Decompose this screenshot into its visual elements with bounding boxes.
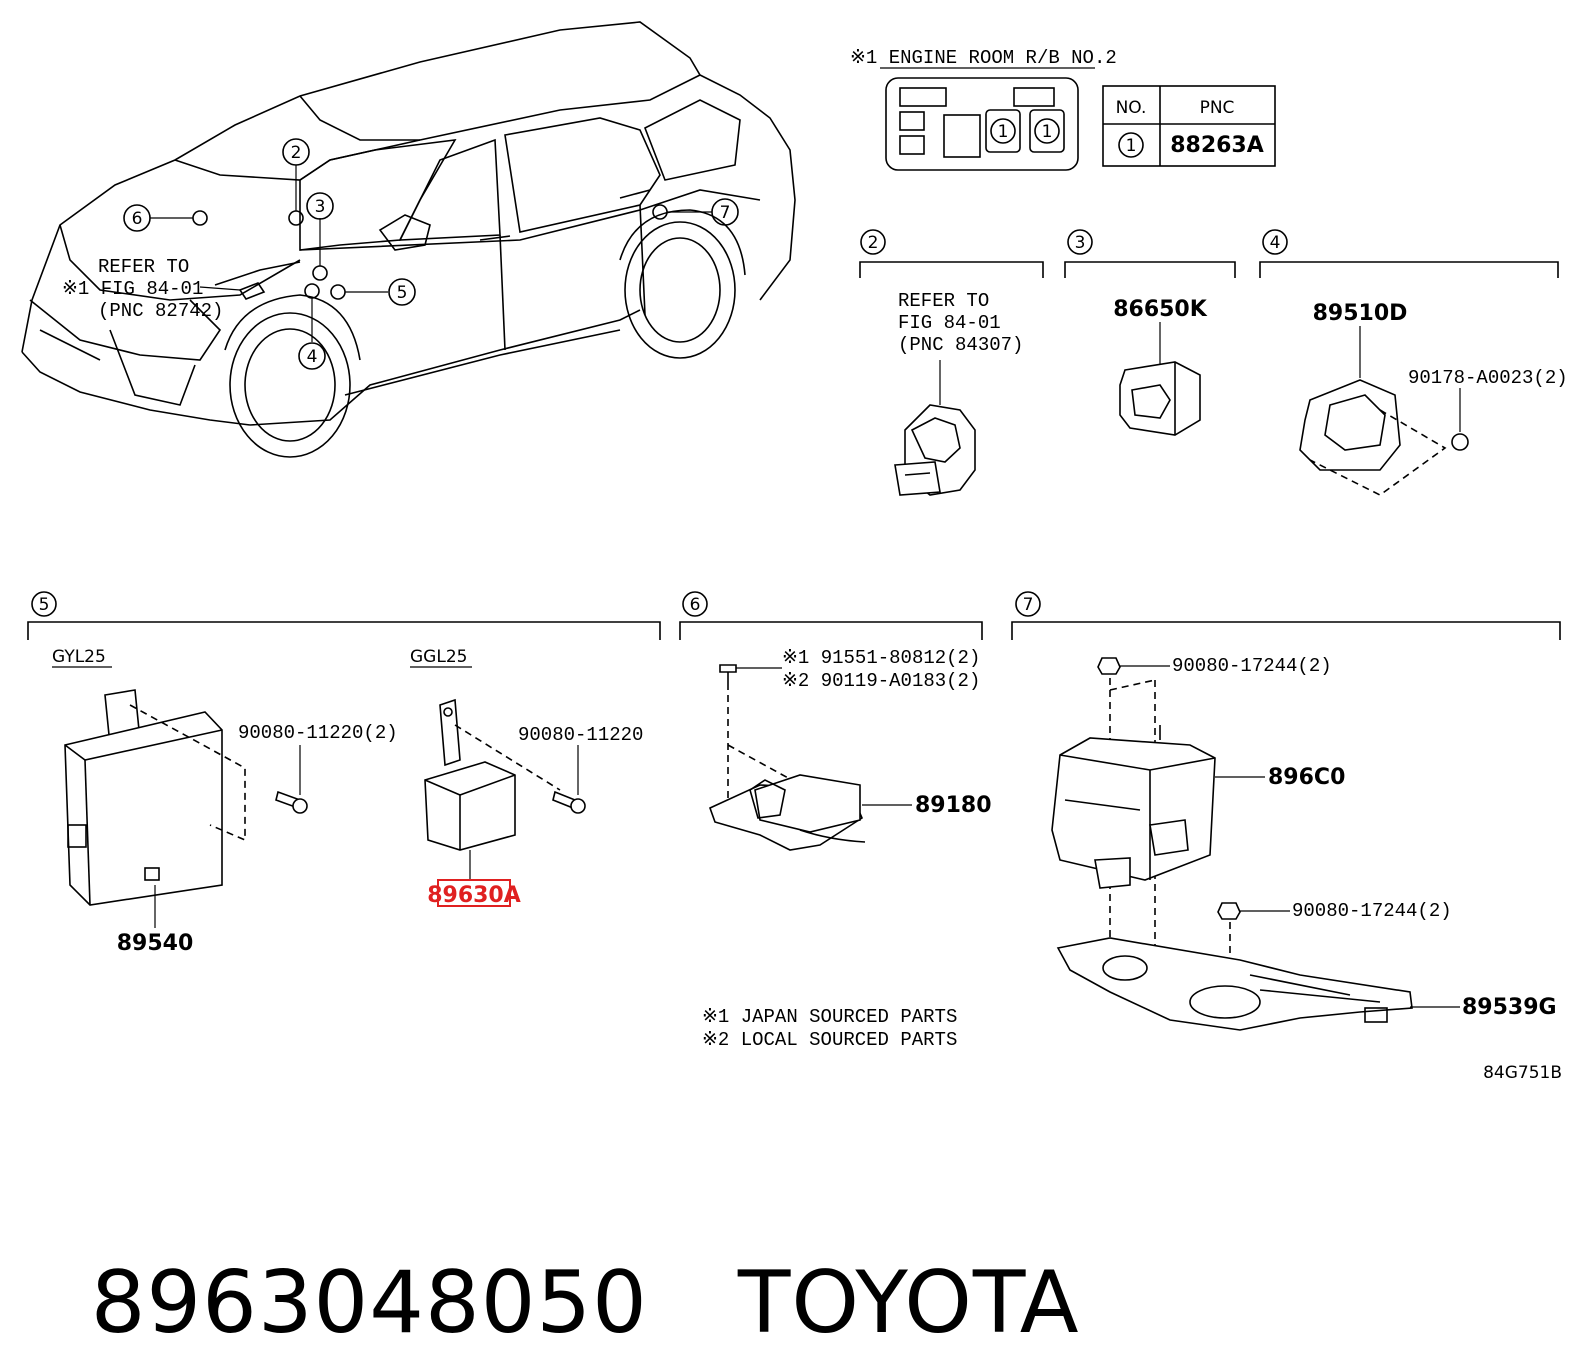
- note-local: ※2 LOCAL SOURCED PARTS: [702, 1029, 957, 1051]
- variant-gyl25: GYL25: [52, 647, 106, 667]
- highlight-box: [437, 879, 511, 907]
- pnc-table: NO. PNC 1 88263A: [1102, 85, 1276, 167]
- part-896C0: 896C0: [1268, 765, 1345, 790]
- part-89539G: 89539G: [1462, 995, 1557, 1020]
- section-3-number: 3: [1075, 233, 1086, 253]
- section-7-number: 7: [1023, 595, 1034, 615]
- part-89630A: 89630A: [427, 883, 521, 908]
- nut-90080-17244-top: 90080-17244(2): [1172, 655, 1332, 677]
- engine-room-relay-block: ※1 ENGINE ROOM R/B NO.2 1 1: [850, 47, 1117, 171]
- callout-6: 5: [397, 283, 408, 303]
- bolt-90080-11220-a: 90080-11220(2): [238, 722, 398, 744]
- bolt-90178: 90178-A0023(2): [1408, 367, 1568, 389]
- section-2-refer1: REFER TO: [898, 290, 989, 312]
- section-4-number: 4: [1270, 233, 1281, 253]
- relay-label-b: 1: [1042, 122, 1053, 142]
- table-cell-pnc: 88263A: [1170, 133, 1264, 158]
- part-89540: 89540: [117, 931, 194, 956]
- note-japan: ※1 JAPAN SOURCED PARTS: [702, 1006, 957, 1028]
- section-2-refer2: FIG 84-01: [898, 312, 1001, 334]
- bolt-91551: ※1 91551-80812(2): [782, 647, 980, 669]
- footer: 8963048050 TOYOTA: [34, 1138, 1554, 1353]
- table-header-no: NO.: [1116, 98, 1147, 118]
- callout-3: 3: [315, 197, 326, 217]
- footer-brand: TOYOTA: [737, 1253, 1080, 1353]
- section-4: 4 89510D 90178-A0023(2): [1259, 229, 1568, 496]
- figure-code: 84G751B: [1483, 1063, 1562, 1083]
- bolt-90080-11220-b: 90080-11220: [518, 724, 643, 746]
- callout-5: 6: [132, 209, 143, 229]
- bolt-90119: ※2 90119-A0183(2): [782, 670, 980, 692]
- part-89180: 89180: [915, 793, 992, 818]
- nut-90080-17244-bottom: 90080-17244(2): [1292, 900, 1452, 922]
- vehicle-illustration: 6 2 3 4 5 7 REFER TO ※1 FIG 84-01 (PNC 8…: [21, 21, 796, 458]
- section-2-refer3: (PNC 84307): [898, 334, 1023, 356]
- notes: ※1 JAPAN SOURCED PARTS ※2 LOCAL SOURCED …: [702, 1006, 1562, 1083]
- section-5: 5 GYL25 GGL25 89540 90080-11220(2) 89630…: [27, 591, 661, 956]
- section-5-number: 5: [39, 595, 50, 615]
- part-89510D: 89510D: [1313, 301, 1408, 326]
- footer-part-number: 8963048050: [90, 1253, 648, 1353]
- section-2: 2 REFER TO FIG 84-01 (PNC 84307): [859, 229, 1044, 496]
- section-7: 7 90080-17244(2) 896C0 90080-17244(2) 89…: [1011, 591, 1561, 1031]
- parts-diagram: 6 2 3 4 5 7 REFER TO ※1 FIG 84-01 (PNC 8…: [21, 21, 1568, 1083]
- car-refer-line2: ※1 FIG 84-01: [62, 278, 203, 300]
- table-header-pnc: PNC: [1200, 98, 1235, 118]
- car-refer-line1: REFER TO: [98, 256, 189, 278]
- section-3: 3 86650K: [1064, 229, 1236, 436]
- table-cell-no: 1: [1126, 136, 1137, 156]
- car-refer-line3: (PNC 82742): [98, 300, 223, 322]
- part-86650K: 86650K: [1113, 297, 1208, 322]
- relay-label-a: 1: [998, 122, 1009, 142]
- callout-4: 4: [307, 347, 318, 367]
- engine-room-title: ※1 ENGINE ROOM R/B NO.2: [850, 47, 1117, 69]
- variant-ggl25: GGL25: [410, 647, 467, 667]
- callout-7: 7: [720, 203, 731, 223]
- callout-2: 2: [291, 143, 302, 163]
- section-2-number: 2: [868, 233, 879, 253]
- section-6-number: 6: [690, 595, 701, 615]
- section-6: 6 ※1 91551-80812(2) ※2 90119-A0183(2) 89…: [679, 591, 992, 851]
